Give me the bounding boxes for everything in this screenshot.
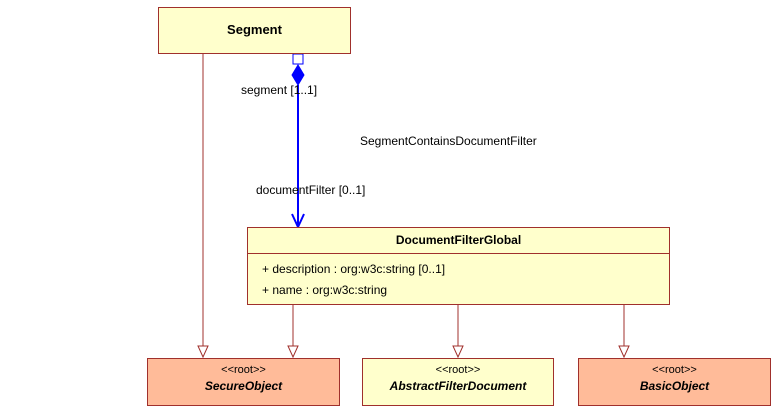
composition-diamond: [291, 64, 305, 86]
class-segment[interactable]: Segment: [158, 7, 351, 54]
target-role-label: documentFilter [0..1]: [256, 183, 366, 197]
class-name: AbstractFilterDocument: [389, 379, 527, 393]
generalization-arrowhead: [452, 345, 464, 359]
stereotype: <<root>>: [221, 364, 266, 376]
attribute-description: + description : org:w3c:string [0..1]: [262, 262, 446, 276]
class-secure-object[interactable]: <<root>> SecureObject: [147, 358, 340, 406]
class-name: SecureObject: [204, 379, 283, 393]
source-role-label: segment [1..1]: [241, 83, 318, 97]
class-name: BasicObject: [639, 379, 710, 393]
generalization-arrowhead: [197, 345, 209, 359]
class-name: DocumentFilterGlobal: [248, 228, 669, 254]
association-anchor-square: [292, 53, 304, 65]
generalization-arrowhead: [287, 345, 299, 359]
attribute-name: + name : org:w3c:string: [262, 283, 388, 297]
class-abstract-filter-document[interactable]: <<root>> AbstractFilterDocument: [362, 358, 554, 406]
class-document-filter-global[interactable]: DocumentFilterGlobal + description : org…: [247, 227, 670, 305]
stereotype: <<root>>: [435, 364, 481, 376]
generalization-arrowhead: [618, 345, 630, 359]
association-name-label: SegmentContainsDocumentFilter: [360, 134, 537, 148]
class-name: Segment: [227, 22, 282, 37]
stereotype: <<root>>: [652, 364, 697, 376]
class-basic-object[interactable]: <<root>> BasicObject: [578, 358, 771, 406]
